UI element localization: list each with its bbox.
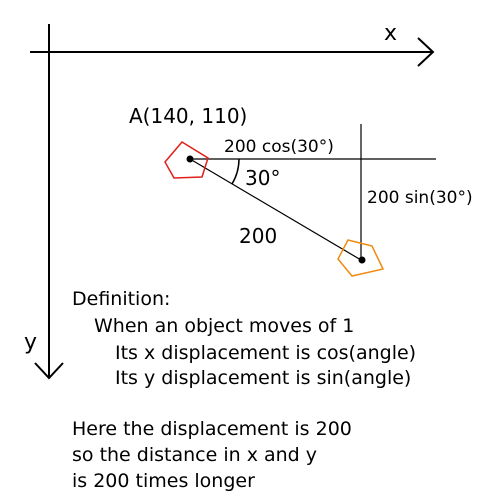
y-axis-label: y [24,330,37,355]
definition-heading: Definition: [72,288,170,310]
cos-term-label: 200 cos(30°) [224,137,334,157]
x-axis-label: x [384,21,397,46]
definition-line-2: Its x displacement is cos(angle) [115,342,416,364]
definition-line-3: Its y displacement is sin(angle) [115,367,411,389]
end-point-dot [358,256,366,264]
angle-arc [231,158,240,185]
end-object-pentagon [337,239,385,277]
start-point-dot [186,155,194,163]
angle-label: 30° [245,166,280,190]
start-object-pentagon [164,141,209,179]
explanation-line-3: is 200 times longer [72,470,255,492]
explanation-line-2: so the distance in x and y [72,444,317,466]
x-axis-arrowhead [417,37,435,67]
point-a-label: A(140, 110) [129,104,247,128]
explanation-line-1: Here the displacement is 200 [72,418,352,440]
definition-line-1: When an object moves of 1 [94,315,354,337]
y-axis-arrowhead [34,362,64,380]
displacement-line [189,158,362,261]
distance-label: 200 [239,224,277,248]
sin-term-label: 200 sin(30°) [367,188,473,208]
